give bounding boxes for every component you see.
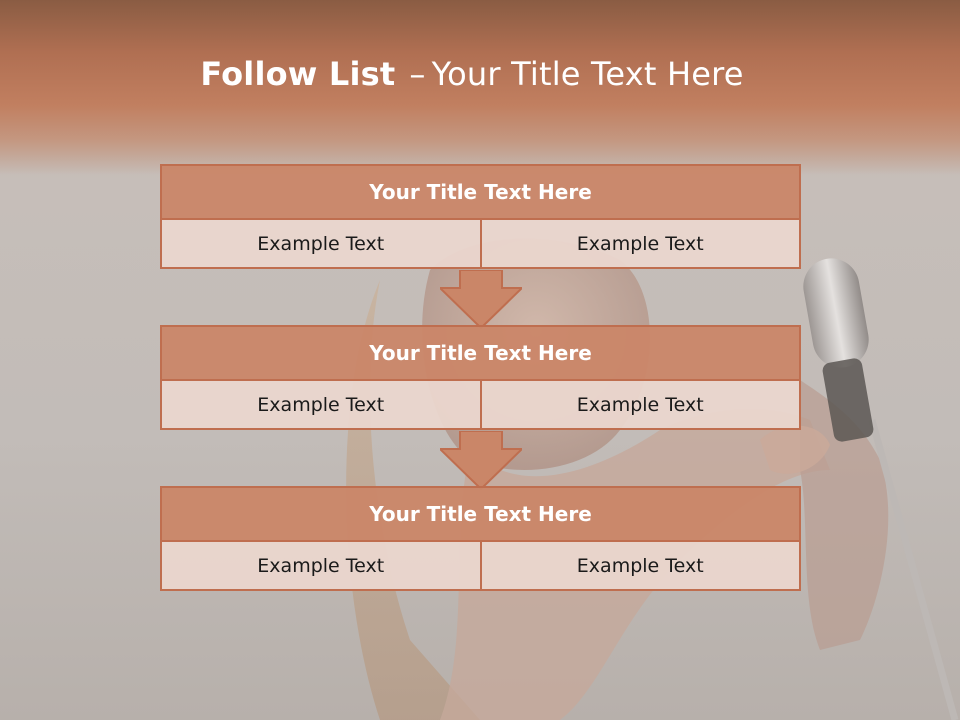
block-title: Your Title Text Here bbox=[160, 325, 801, 381]
block-row: Example Text Example Text bbox=[160, 381, 801, 430]
list-block-2: Your Title Text Here Example Text Exampl… bbox=[160, 325, 801, 430]
block-title: Your Title Text Here bbox=[160, 486, 801, 542]
title-separator: – bbox=[409, 55, 426, 93]
title-bold: Follow List bbox=[200, 55, 396, 93]
list-block-3: Your Title Text Here Example Text Exampl… bbox=[160, 486, 801, 591]
title-rest: Your Title Text Here bbox=[431, 55, 744, 93]
block-cell-right: Example Text bbox=[481, 220, 801, 269]
slide-title: Follow List–Your Title Text Here bbox=[0, 55, 944, 93]
header-band bbox=[0, 0, 960, 175]
block-cell-right: Example Text bbox=[481, 542, 801, 591]
list-block-1: Your Title Text Here Example Text Exampl… bbox=[160, 164, 801, 269]
down-arrow-icon bbox=[440, 270, 522, 330]
block-row: Example Text Example Text bbox=[160, 542, 801, 591]
block-title: Your Title Text Here bbox=[160, 164, 801, 220]
block-cell-left: Example Text bbox=[160, 542, 482, 591]
block-row: Example Text Example Text bbox=[160, 220, 801, 269]
block-cell-left: Example Text bbox=[160, 220, 482, 269]
block-cell-left: Example Text bbox=[160, 381, 482, 430]
block-cell-right: Example Text bbox=[481, 381, 801, 430]
down-arrow-icon bbox=[440, 431, 522, 491]
